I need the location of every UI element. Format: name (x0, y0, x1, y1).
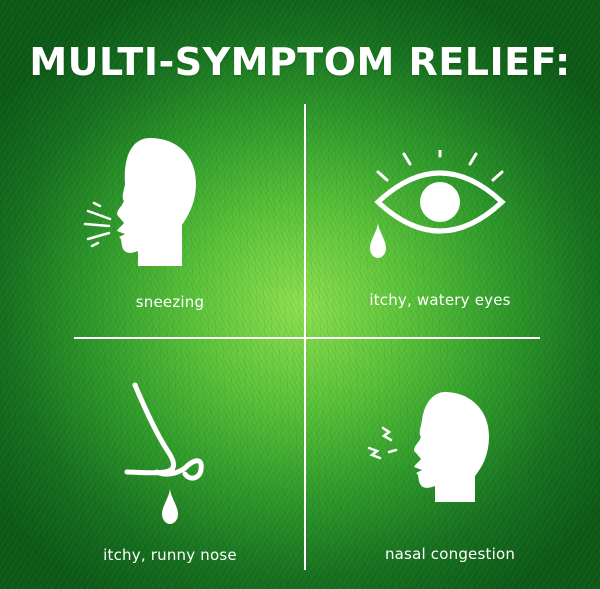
horizontal-divider (74, 337, 540, 339)
symptom-label-sneezing: sneezing (135, 293, 205, 311)
congested-head-icon (367, 392, 489, 502)
symptom-label-watery-eyes: itchy, watery eyes (369, 291, 511, 309)
sneezing-head-icon (83, 138, 196, 266)
symptom-label-nasal-congestion: nasal congestion (384, 545, 516, 563)
page-title: MULTI-SYMPTOM RELIEF: (29, 40, 571, 84)
watery-eye-icon (370, 150, 506, 258)
runny-nose-icon (124, 382, 204, 524)
symptom-label-runny-nose: itchy, runny nose (103, 546, 237, 564)
